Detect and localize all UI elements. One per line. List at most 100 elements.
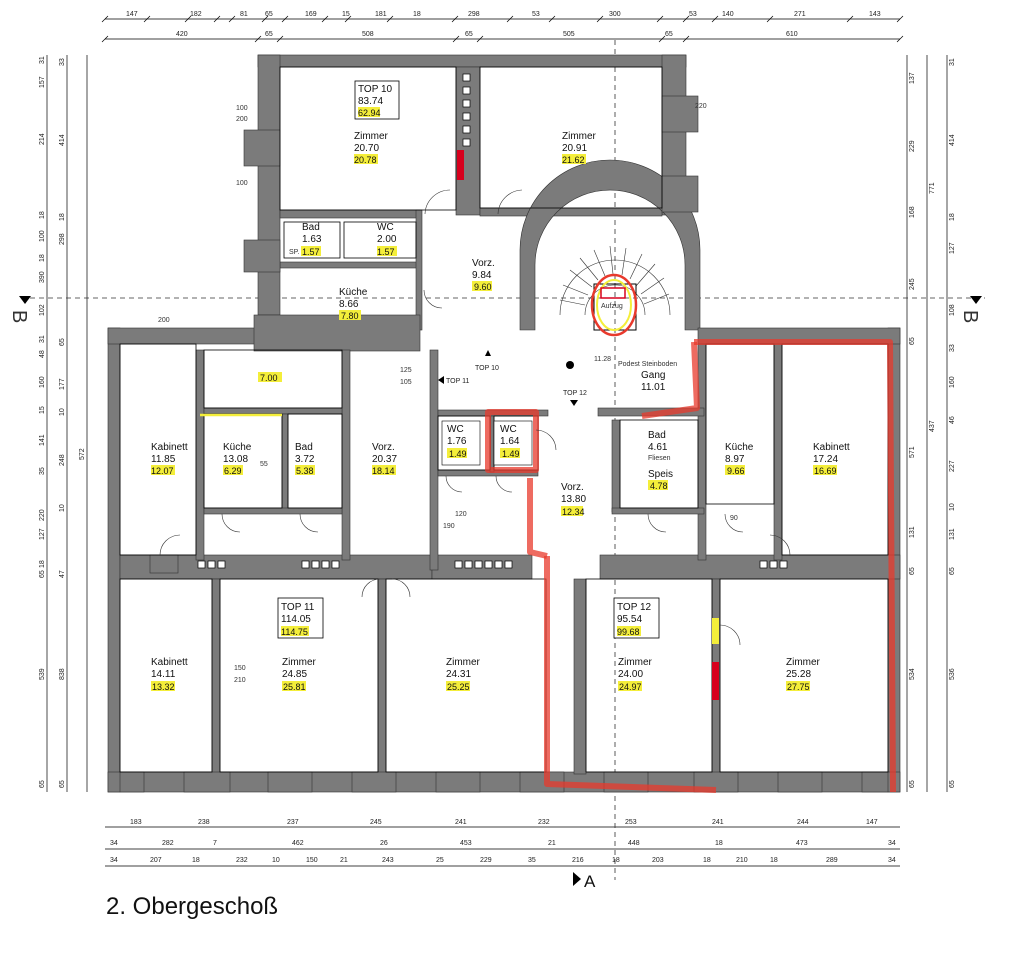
dim-tick xyxy=(658,35,666,43)
dim-label: 473 xyxy=(796,840,808,847)
section-arrow-icon xyxy=(19,296,31,304)
dim-label: 182 xyxy=(190,11,202,18)
dim-label: 131 xyxy=(949,528,956,540)
room-zimmer: Zimmer 24.00 24.97 xyxy=(618,657,653,692)
svg-text:Zimmer: Zimmer xyxy=(282,657,317,668)
dim-label: 34 xyxy=(888,857,896,864)
dim-tick xyxy=(184,15,192,23)
svg-text:1.57: 1.57 xyxy=(377,247,395,257)
dim-label: 245 xyxy=(909,278,916,290)
landing-area: 11.28 xyxy=(594,356,611,363)
dim-label: 150 xyxy=(306,857,318,864)
dim-tick xyxy=(596,15,604,23)
dim-tick xyxy=(321,15,329,23)
dim-label: 437 xyxy=(929,420,936,432)
svg-text:1.64: 1.64 xyxy=(500,436,520,447)
dim-label: 203 xyxy=(652,857,664,864)
dim-tick xyxy=(476,35,484,43)
dim-label: 65 xyxy=(949,567,956,575)
top10-entry-label: TOP 10 xyxy=(475,365,499,372)
svg-text:Bad: Bad xyxy=(295,442,313,453)
opening-label: 55 xyxy=(260,461,268,468)
room-vorz: Vorz. 20.37 18.14 xyxy=(372,442,397,476)
dim-label: 227 xyxy=(949,460,956,472)
dim-label: 18 xyxy=(192,857,200,864)
dim-label: 448 xyxy=(628,840,640,847)
svg-text:Bad: Bad xyxy=(302,222,320,233)
dim-label: 26 xyxy=(380,840,388,847)
room-zimmer: Zimmer 20.70 20.78 xyxy=(354,131,389,165)
dim-label: 33 xyxy=(59,58,66,66)
dim-label: 18 xyxy=(39,211,46,219)
arrow-down-icon xyxy=(570,400,578,406)
svg-text:13.32: 13.32 xyxy=(152,682,175,692)
dim-label: 210 xyxy=(736,857,748,864)
dim-label: 65 xyxy=(909,337,916,345)
room-gang: Gang 11.01 xyxy=(641,370,666,393)
dim-label: 100 xyxy=(39,230,46,242)
svg-text:24.85: 24.85 xyxy=(282,669,307,680)
dim-label: 127 xyxy=(39,528,46,540)
svg-text:2.00: 2.00 xyxy=(377,234,397,245)
dim-label: 53 xyxy=(532,11,540,18)
yellow-wall-mark xyxy=(712,618,719,644)
dim-label: 35 xyxy=(528,857,536,864)
svg-text:Vorz.: Vorz. xyxy=(561,482,584,493)
opening-labels: 100 200 100 150 210 120 220 90 190 125 1… xyxy=(158,103,738,684)
dim-label: 390 xyxy=(39,271,46,283)
dim-tick xyxy=(656,15,664,23)
svg-text:18.14: 18.14 xyxy=(372,466,395,476)
svg-text:3.72: 3.72 xyxy=(295,454,315,465)
dim-tick xyxy=(451,15,459,23)
section-marker-bottom: A xyxy=(573,872,596,891)
dim-label: 536 xyxy=(949,668,956,680)
section-label-left: B xyxy=(8,310,30,323)
dim-label: 232 xyxy=(538,819,550,826)
dim-label: 141 xyxy=(39,434,46,446)
svg-text:WC: WC xyxy=(447,424,464,435)
dim-label: 571 xyxy=(909,446,916,458)
arrow-up-icon xyxy=(485,350,491,356)
dim-label: 160 xyxy=(39,376,46,388)
dim-label: 232 xyxy=(236,857,248,864)
svg-text:5.38: 5.38 xyxy=(296,466,314,476)
dim-label: 15 xyxy=(39,406,46,414)
opening-label: 150 xyxy=(234,665,246,672)
svg-text:7.80: 7.80 xyxy=(341,311,359,321)
dim-tick xyxy=(896,15,904,23)
dim-label: 245 xyxy=(370,819,382,826)
dim-label: 10 xyxy=(59,408,66,416)
dim-label: 282 xyxy=(162,840,174,847)
svg-text:9.84: 9.84 xyxy=(472,270,492,281)
dim-label: 34 xyxy=(110,857,118,864)
dim-label: 65 xyxy=(465,31,473,38)
dim-label: 572 xyxy=(79,448,86,460)
area-highlight xyxy=(281,626,309,636)
opening-label: 220 xyxy=(695,103,707,110)
dim-label: 137 xyxy=(909,72,916,84)
lift-highlight-inner xyxy=(596,279,632,331)
landing-note: Podest Steinboden xyxy=(618,361,677,368)
dim-label: 207 xyxy=(150,857,162,864)
dim-tick xyxy=(228,15,236,23)
dim-tick xyxy=(846,15,854,23)
room-kueche: Küche 8.66 7.80 xyxy=(339,287,368,321)
red-wall-mark xyxy=(457,150,464,180)
dim-label: 21 xyxy=(340,857,348,864)
room-speis: Speis 4.78 xyxy=(648,469,673,491)
room-bad: Bad 3.72 5.38 xyxy=(295,442,315,476)
svg-text:13.08: 13.08 xyxy=(223,454,248,465)
room-zimmer: Zimmer 24.31 25.25 xyxy=(446,657,481,692)
dim-label: 10 xyxy=(59,504,66,512)
dim-label: 505 xyxy=(563,31,575,38)
room-labels: Zimmer 20.70 20.78 Zimmer 20.91 21.62 Ba… xyxy=(151,131,850,692)
svg-text:27.75: 27.75 xyxy=(787,682,810,692)
room-wc: WC 2.00 1.57 xyxy=(377,222,397,257)
unit-label: TOP 10 xyxy=(358,84,393,95)
dim-label: 65 xyxy=(949,780,956,788)
svg-text:Kabinett: Kabinett xyxy=(813,442,850,453)
dim-label: 53 xyxy=(689,11,697,18)
opening-label: 200 xyxy=(236,116,248,123)
compass-icon xyxy=(566,361,574,369)
top11-entry-label: TOP 11 xyxy=(446,378,469,385)
